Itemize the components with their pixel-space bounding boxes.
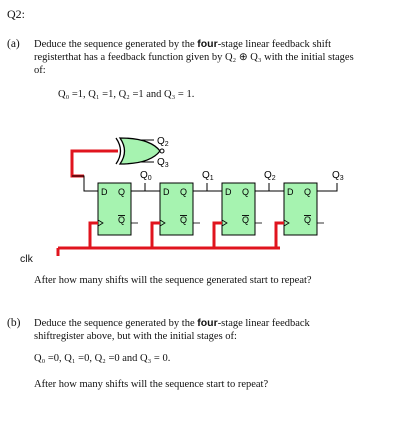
svg-text:Q: Q (180, 187, 187, 197)
part-a-line-1-post: -stage linear feedback shift (217, 39, 332, 50)
svg-text:Q: Q (304, 215, 311, 225)
part-b-line-1: Deduce the sequence generated by the fou… (34, 317, 310, 330)
svg-text:Q: Q (242, 187, 249, 197)
part-a-bold-four: four (197, 38, 218, 50)
part-b-line-2: shiftregister above, but with the initia… (34, 331, 237, 342)
output-wires (131, 183, 338, 192)
part-b-line-1-post: -stage linear feedback (217, 318, 310, 329)
flipflop-1: D Q Q Q1 (159, 170, 214, 236)
svg-text:Q: Q (118, 215, 125, 225)
svg-text:Q: Q (242, 215, 249, 225)
xor-input-q3-label: Q3 (157, 157, 169, 169)
svg-text:D: D (287, 187, 294, 197)
svg-text:Q0: Q0 (140, 170, 152, 182)
part-a-line-1: Deduce the sequence generated by the fou… (34, 38, 331, 51)
question-number: Q2: (7, 7, 25, 21)
feedback-wires (70, 149, 118, 178)
svg-text:D: D (163, 187, 170, 197)
ff0-d-wire (72, 175, 98, 192)
xor-input-q2-label: Q2 (157, 136, 169, 148)
svg-text:Q: Q (304, 187, 311, 197)
svg-text:Q1: Q1 (202, 170, 214, 182)
part-b-bold-four: four (197, 317, 218, 329)
svg-text:Q: Q (180, 215, 187, 225)
part-a-line-1-pre: Deduce the sequence generated by the (34, 39, 198, 50)
part-a-label: (a) (7, 38, 20, 50)
part-b-label: (b) (7, 317, 21, 329)
svg-text:Q3: Q3 (332, 170, 344, 182)
part-b-question: After how many shifts will the sequence … (34, 379, 269, 390)
part-a-line-2: registerthat has a feedback function giv… (34, 52, 354, 63)
feedback-wire-upper (70, 149, 118, 178)
lfsr-circuit-diagram: Q2 Q3 D Q Q Q0 D Q Q Q1 D Q Q Q2 D Q (56, 136, 344, 256)
part-b-line-1-pre: Deduce the sequence generated by the (34, 318, 198, 329)
flipflop-2: D Q Q Q2 (221, 170, 276, 236)
svg-text:Q2: Q2 (264, 170, 276, 182)
flipflop-0: D Q Q Q0 (97, 170, 152, 236)
clock-label: clk (20, 253, 33, 265)
svg-text:D: D (225, 187, 232, 197)
part-a-line-3: of: (34, 65, 46, 76)
xor-gate: Q2 Q3 (115, 136, 169, 169)
flipflop-3: D Q Q Q3 (283, 170, 344, 236)
clock-wires (56, 221, 284, 256)
part-a-question: After how many shifts will the sequence … (34, 275, 312, 286)
part-b-initial-state: Q₀ =0, Q₁ =0, Q₂ =0 and Q₃ = 0. (34, 353, 171, 364)
svg-text:Q: Q (118, 187, 125, 197)
svg-text:D: D (101, 187, 108, 197)
part-a-initial-state: Q₀ =1, Q₁ =1, Q₂ =1 and Q₃ = 1. (58, 89, 195, 100)
